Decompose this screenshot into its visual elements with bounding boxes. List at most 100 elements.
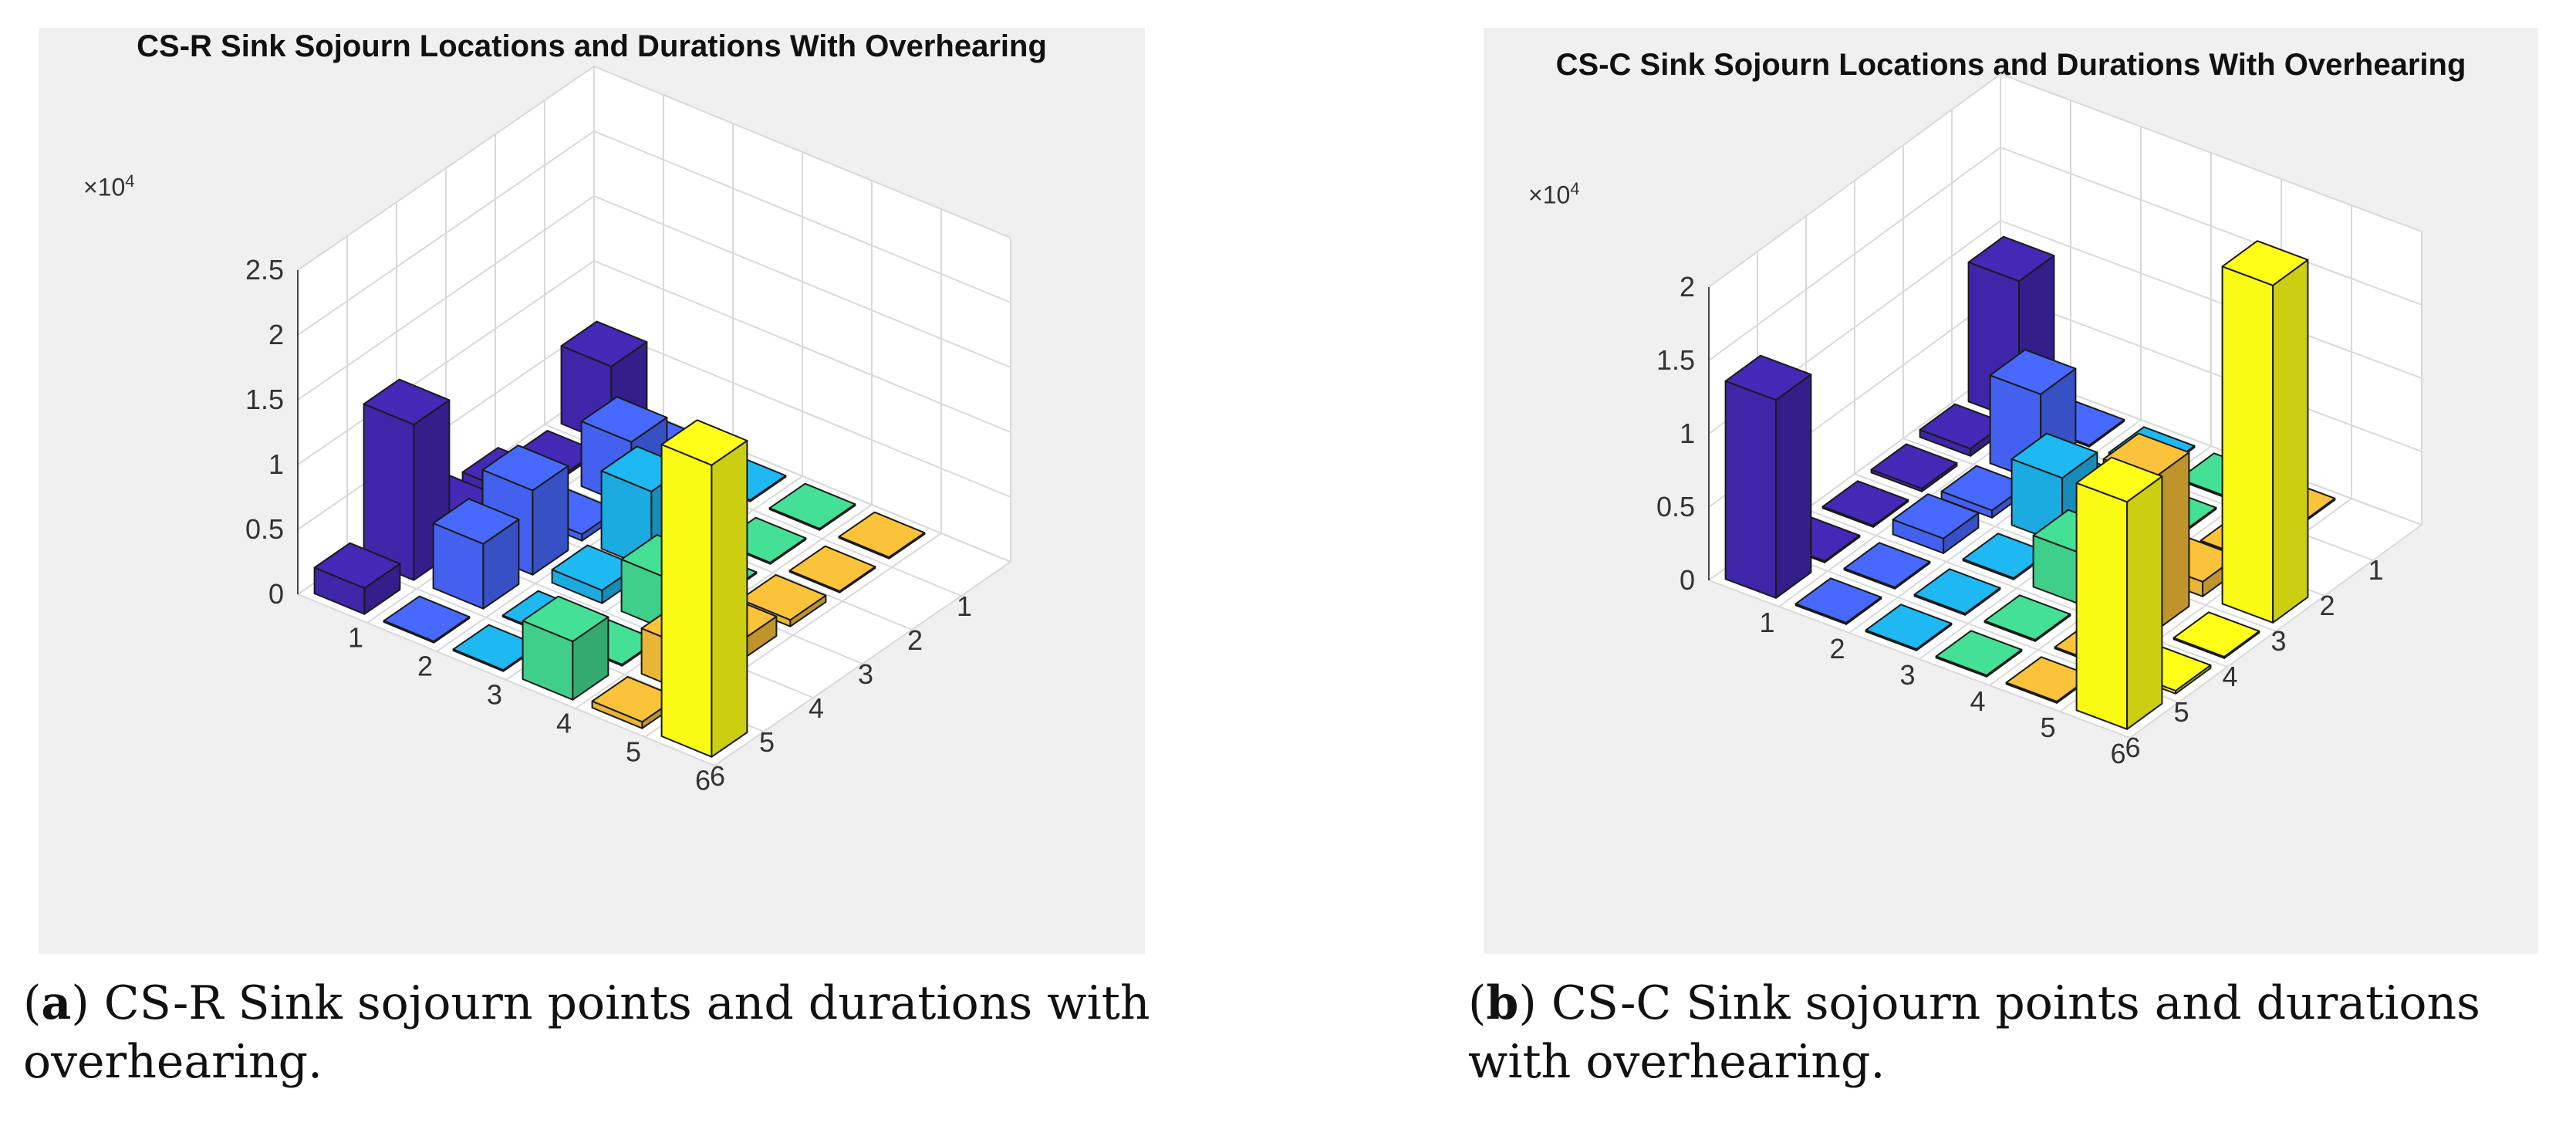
- caption-b: (b) CS-C Sink sojourn points and duratio…: [1468, 976, 2480, 1089]
- col-tick-label: 4: [556, 708, 572, 739]
- bar: [788, 545, 876, 593]
- bar: [522, 595, 609, 701]
- z-tick-label: 2.5: [245, 254, 284, 286]
- gridline: [297, 194, 1011, 401]
- col-tick-label: 2: [1829, 633, 1845, 664]
- z-tick-label: 0.5: [245, 513, 284, 545]
- bar-face: [1775, 374, 1812, 599]
- gridline: [297, 130, 1011, 336]
- row-tick-label: 6: [710, 760, 725, 792]
- bar-face: [2221, 265, 2274, 624]
- col-tick-label: 1: [348, 622, 363, 654]
- row-tick-label: 4: [2222, 661, 2237, 692]
- col-tick-label: 1: [1759, 607, 1774, 638]
- bar: [481, 445, 569, 576]
- z-tick-label: 1.5: [245, 384, 284, 415]
- bar-top: [580, 396, 668, 443]
- bar-top: [2173, 611, 2260, 658]
- col-tick-label: 4: [1970, 685, 1985, 717]
- z-tick-label: 1.5: [1656, 344, 1695, 376]
- bar-top: [1983, 594, 2071, 641]
- bar: [2173, 611, 2260, 659]
- bar-top: [1892, 493, 1980, 539]
- bar-top: [1794, 577, 1882, 624]
- bar-face: [1724, 380, 1778, 599]
- bar: [1892, 493, 1980, 554]
- row-tick-label: 2: [2319, 590, 2335, 621]
- col-tick-label: 3: [1899, 659, 1915, 691]
- bar-top: [1821, 480, 1909, 526]
- z-tick-label: 2: [1680, 271, 1695, 303]
- bar-top: [1919, 403, 2007, 450]
- bar-top: [788, 545, 876, 592]
- z-tick-label: 1: [1680, 418, 1695, 449]
- bar-face: [2126, 475, 2163, 730]
- z-tick-label: 0.5: [1656, 491, 1695, 522]
- bar-top: [560, 320, 648, 367]
- bar-top: [1967, 235, 2055, 282]
- bar: [1821, 480, 1909, 528]
- bar: [432, 498, 520, 610]
- bar: [1870, 443, 1958, 492]
- bar-top: [1962, 533, 2050, 579]
- row-tick-label: 2: [907, 624, 923, 656]
- col-tick-label: 6: [695, 765, 711, 796]
- z-exponent-b: ×104: [1528, 179, 1580, 209]
- bar-top: [1870, 443, 1958, 489]
- z-exponent-a: ×104: [83, 171, 135, 201]
- bar-top: [2221, 240, 2309, 286]
- bar-top: [1724, 354, 1812, 401]
- bar: [768, 482, 856, 531]
- bar-top: [313, 542, 401, 590]
- bar-top: [1913, 568, 2001, 614]
- bar-top: [2005, 656, 2093, 702]
- col-tick-label: 6: [2110, 738, 2125, 769]
- bars-a: [313, 320, 926, 758]
- bar: [1913, 568, 2001, 616]
- bar: [383, 595, 471, 644]
- gridline: [2129, 524, 2422, 739]
- bar-top: [838, 511, 926, 558]
- bar-top: [1935, 630, 2023, 676]
- bar-top: [1940, 465, 2028, 512]
- chart-title-b: CS-C Sink Sojourn Locations and Duration…: [1555, 48, 2466, 82]
- bar-top: [768, 482, 856, 529]
- z-tick-label: 0: [1680, 564, 1695, 596]
- bar: [1962, 533, 2050, 580]
- col-tick-label: 3: [487, 679, 502, 711]
- caption-a: (a) CS-R Sink sojourn points and duratio…: [23, 976, 1150, 1089]
- row-tick-label: 3: [858, 658, 873, 690]
- bar: [660, 419, 748, 758]
- bar-top: [660, 419, 748, 466]
- chart-title-a: CS-R Sink Sojourn Locations and Duration…: [137, 29, 1047, 63]
- gridline: [297, 65, 1011, 271]
- z-tick-label: 1: [268, 448, 284, 480]
- bar: [2221, 240, 2309, 624]
- chart-panel-a: CS-R Sink Sojourn Locations and Duration…: [39, 28, 1145, 954]
- col-tick-label: 5: [626, 736, 641, 768]
- bar-top: [2010, 432, 2098, 479]
- bar-top: [1865, 604, 1953, 650]
- row-tick-label: 5: [759, 726, 775, 758]
- gridline: [714, 561, 1011, 766]
- bar-top: [522, 595, 609, 643]
- row-tick-label: 5: [2173, 696, 2189, 728]
- bar-face: [2272, 259, 2309, 624]
- row-tick-label: 6: [2125, 732, 2140, 763]
- bar-top: [1843, 542, 1931, 588]
- bar: [1724, 354, 1812, 599]
- bar: [1983, 594, 2071, 642]
- bar: [1935, 630, 2023, 678]
- bar-top: [2075, 456, 2163, 503]
- bar: [1865, 604, 1953, 651]
- bar-top: [739, 573, 827, 621]
- bar: [1843, 542, 1931, 590]
- bar-top: [1989, 349, 2077, 395]
- bar: [838, 511, 926, 560]
- col-tick-label: 2: [417, 651, 433, 682]
- bar: [1794, 577, 1882, 625]
- bar: [1940, 465, 2028, 519]
- bar-face: [2075, 482, 2129, 730]
